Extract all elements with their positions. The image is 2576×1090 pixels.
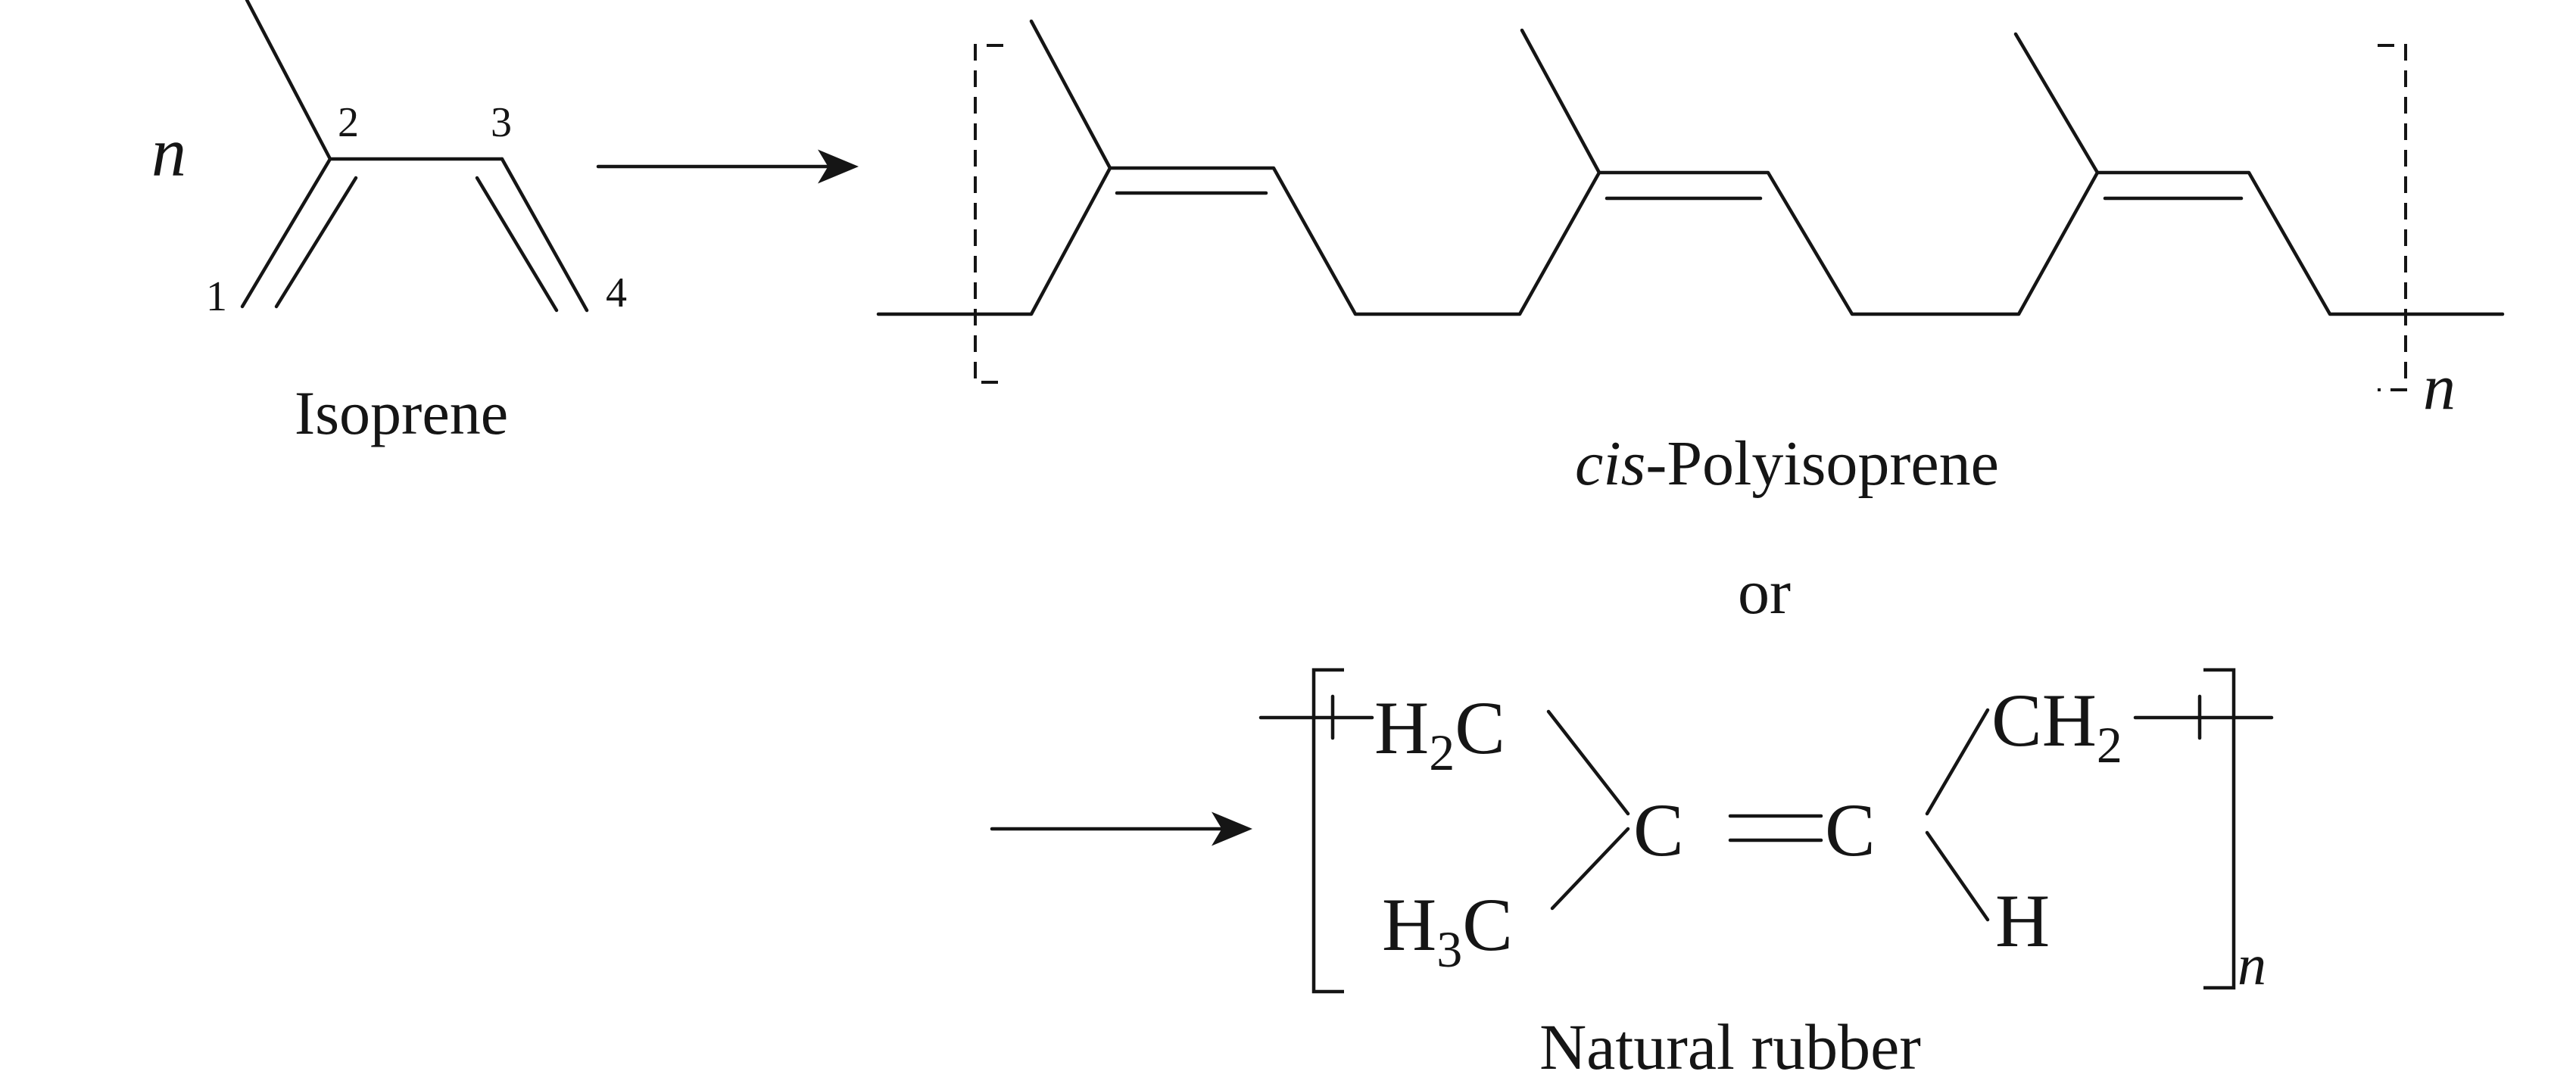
natural-rubber-structure: H2C H3C C C CH2 H n Natural rubber — [1258, 668, 2274, 1083]
atom-c-right: C — [1825, 788, 1876, 872]
atom-number-2: 2 — [338, 99, 359, 146]
atom-h: H — [1995, 879, 2050, 963]
bond-c-ch2 — [1925, 708, 1990, 816]
group-h3c: H3C — [1382, 883, 1513, 978]
isoprene-label: Isoprene — [295, 378, 508, 447]
repeat-unit-bracket-right — [2378, 44, 2407, 391]
bond-h2c-c — [1546, 709, 1630, 816]
polyisoprene-label: cis-Polyisoprene — [1575, 428, 1999, 499]
atom-number-3: 3 — [491, 99, 512, 146]
bracket-right — [2203, 668, 2236, 990]
c1-c2-double-bond-a — [240, 157, 332, 309]
bracket-left — [1311, 668, 1344, 994]
bond-c-h — [1925, 830, 1990, 922]
polymer-backbone — [876, 166, 2505, 316]
group-h2c-left: H2C — [1374, 686, 1505, 781]
methyl-1 — [1029, 19, 1112, 170]
isoprene-coefficient: n — [151, 114, 186, 191]
isoprene-structure: n 1 2 3 4 Isoprene — [151, 0, 627, 447]
c3-c4-double-bond-b — [475, 176, 559, 313]
methyl-2 — [1520, 28, 1601, 175]
atom-c-left: C — [1633, 788, 1684, 872]
polyisoprene-subscript-n: n — [2423, 350, 2456, 423]
group-ch2-right: CH2 — [1991, 678, 2122, 774]
or-connector: or — [1738, 557, 1791, 628]
c3-c4-double-bond-a — [500, 157, 589, 313]
repeat-unit-bracket-left — [974, 44, 1003, 384]
methyl-bond — [245, 0, 332, 161]
methyl-3 — [2013, 32, 2100, 175]
c1-c2-double-bond-b — [274, 176, 358, 309]
atom-number-1: 1 — [206, 273, 227, 320]
bond-h3c-c — [1550, 827, 1630, 911]
cis-polyisoprene-structure: n cis-Polyisoprene or — [876, 19, 2505, 628]
atom-number-4: 4 — [606, 269, 627, 316]
rubber-subscript-n: n — [2238, 933, 2266, 997]
natural-rubber-label: Natural rubber — [1539, 1011, 1921, 1083]
